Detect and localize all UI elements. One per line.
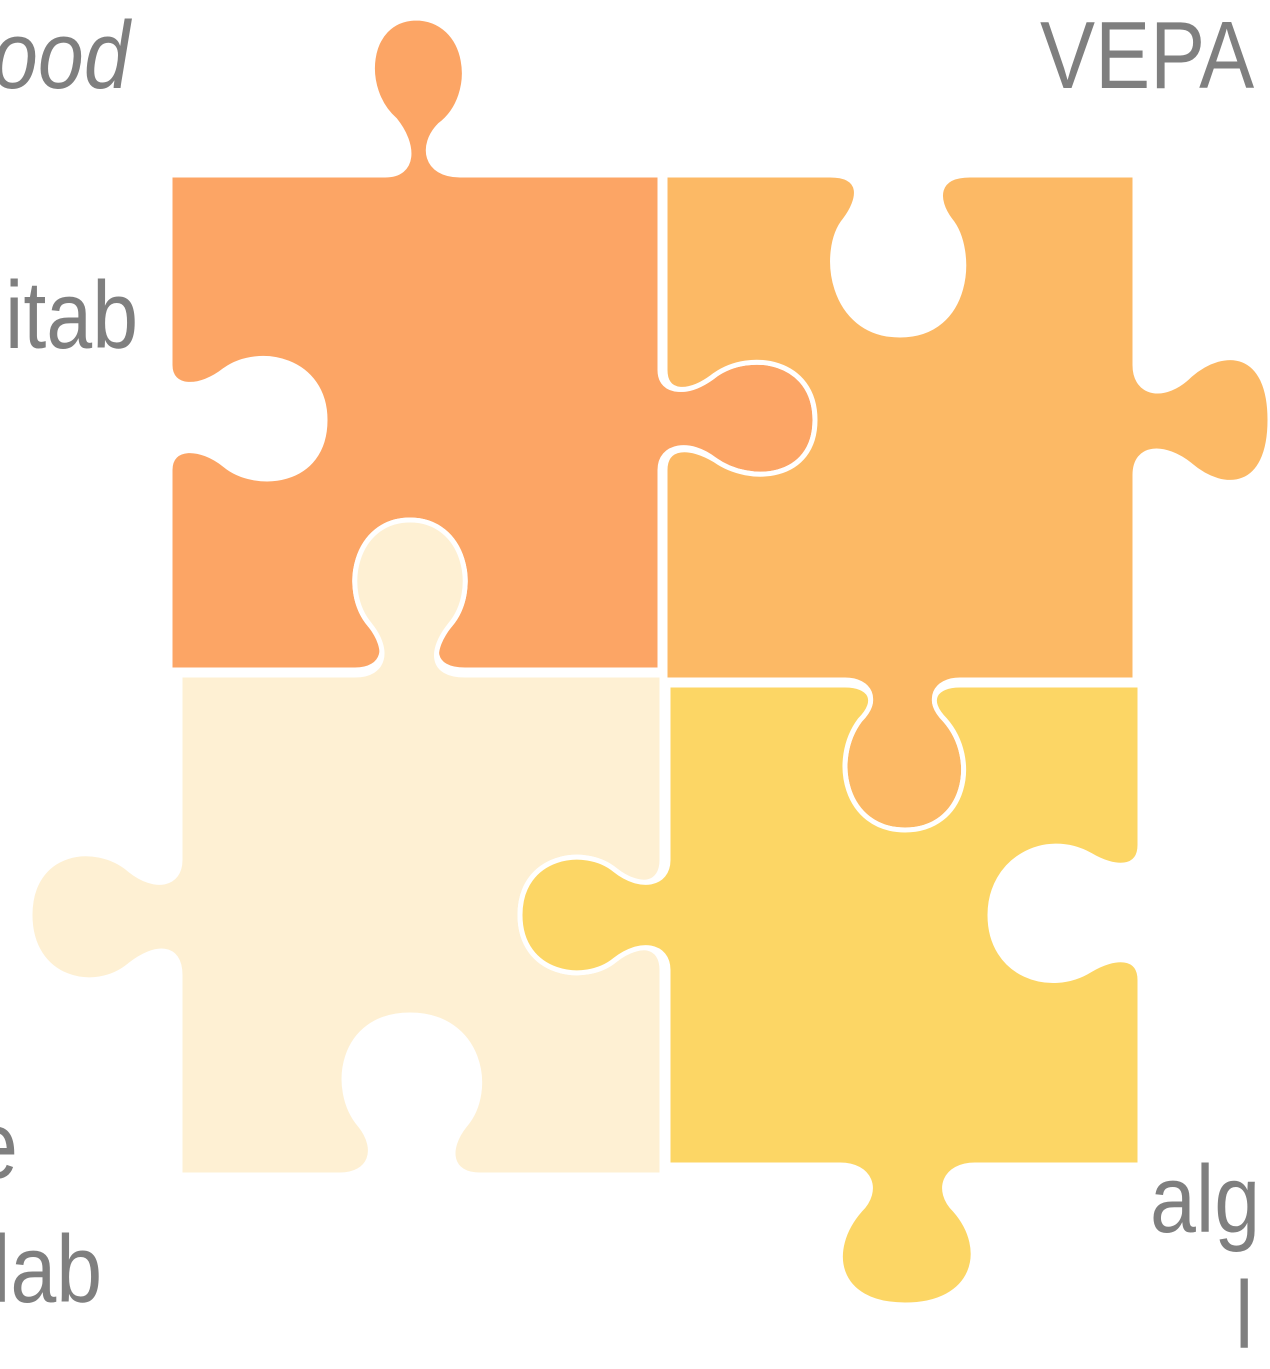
text-fragment-ood: ood bbox=[0, 2, 130, 109]
puzzle-piece-top-left bbox=[167, 15, 818, 673]
text-fragment-e: e bbox=[0, 1098, 18, 1194]
text-fragment-itab: itab bbox=[5, 262, 139, 369]
puzzle-piece-bottom-left bbox=[27, 517, 665, 1178]
puzzle-diagram bbox=[27, 15, 1270, 1308]
text-fragment-vepa: VEPA bbox=[1040, 2, 1255, 109]
text-fragment-alg: alg bbox=[1150, 1146, 1261, 1253]
puzzle-piece-top-right bbox=[662, 172, 1270, 833]
text-fragment-l: l bbox=[1235, 1262, 1254, 1369]
text-fragment-lab: lab bbox=[0, 1216, 103, 1323]
puzzle-piece-bottom-right bbox=[517, 682, 1143, 1308]
